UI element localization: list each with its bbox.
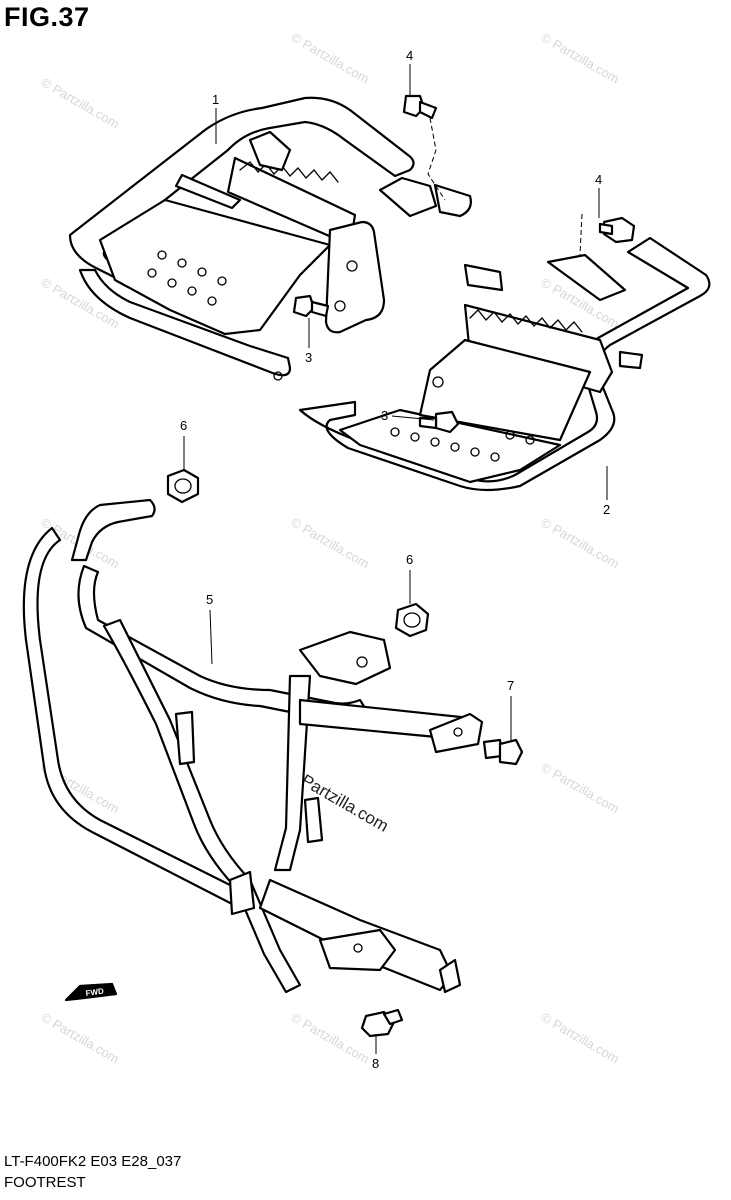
part-4-bolt-upper-left (402, 94, 446, 201)
part-2-right-footrest (298, 236, 711, 492)
callout-3-right: 3 (381, 408, 435, 423)
callout-4-right: 4 (595, 172, 602, 218)
watermark: © Partzilla.com (39, 75, 122, 132)
callout-number: 3 (305, 350, 312, 365)
callout-number: 7 (507, 678, 514, 693)
part-7-bolt (482, 738, 524, 766)
callout-6-upper: 6 (180, 418, 187, 470)
part-5-guard-bar (22, 498, 484, 994)
watermark: © Partzilla.com (539, 30, 622, 87)
callout-6-lower: 6 (406, 552, 413, 604)
part-1-left-footrest (68, 96, 472, 381)
part-4-bolt-upper-right (579, 213, 636, 256)
callout-5: 5 (206, 592, 213, 665)
callout-4-left: 4 (406, 48, 413, 96)
fwd-label: FWD (85, 987, 105, 998)
callout-2: 2 (603, 466, 610, 517)
callout-number: 4 (406, 48, 413, 63)
watermark: © Partzilla.com (289, 515, 372, 572)
watermark: © Partzilla.com (39, 1010, 122, 1067)
callout-3-left: 3 (305, 318, 312, 365)
figure-title: FIG.37 (4, 2, 90, 32)
watermark: © Partzilla.com (539, 1010, 622, 1067)
part-3-bolt-right (418, 410, 460, 434)
part-8-bolt (360, 1008, 404, 1038)
fwd-direction-marker: FWD (64, 982, 118, 1002)
part-6-grommet-upper (166, 468, 200, 504)
callout-number: 3 (381, 408, 388, 423)
watermark: © Partzilla.com (289, 30, 372, 87)
callout-8: 8 (372, 1034, 379, 1071)
callout-number: 8 (372, 1056, 379, 1071)
callout-number: 6 (406, 552, 413, 567)
figure-code: LT-F400FK2 E03 E28_037 (4, 1153, 182, 1170)
watermark: © Partzilla.com (539, 515, 622, 572)
callout-number: 5 (206, 592, 213, 607)
watermark: © Partzilla.com (289, 1010, 372, 1067)
callout-number: 2 (603, 502, 610, 517)
part-3-bolt-left (292, 294, 330, 318)
part-6-grommet-lower (394, 602, 430, 638)
callout-number: 4 (595, 172, 602, 187)
figure-name: FOOTREST (4, 1174, 86, 1191)
callout-1: 1 (212, 92, 219, 144)
callout-7: 7 (507, 678, 514, 740)
watermark: © Partzilla.com (539, 760, 622, 817)
callout-number: 6 (180, 418, 187, 433)
callout-number: 1 (212, 92, 219, 107)
